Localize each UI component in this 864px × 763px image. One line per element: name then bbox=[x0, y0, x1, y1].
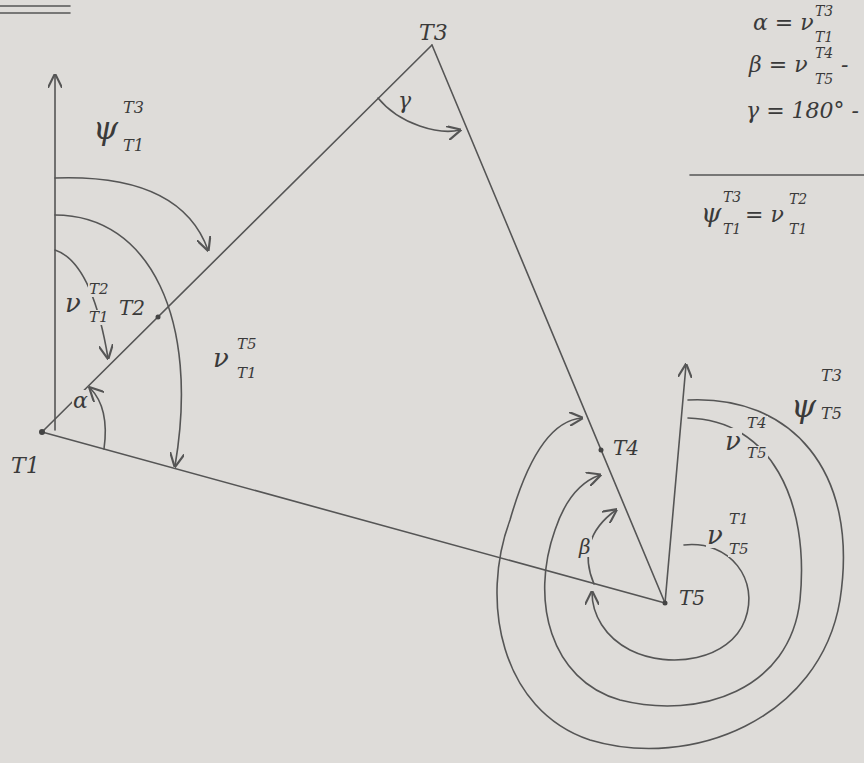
side-line bbox=[432, 45, 665, 603]
side-line bbox=[42, 45, 432, 432]
index-text: T5 bbox=[814, 72, 834, 86]
index-text: T4 bbox=[746, 416, 768, 431]
separator-line bbox=[690, 174, 864, 176]
point-dot bbox=[39, 429, 45, 435]
point-label: T4 bbox=[612, 438, 640, 458]
point-dot bbox=[663, 601, 668, 606]
angle-arc bbox=[90, 388, 105, 449]
index-text: T3 bbox=[722, 190, 742, 204]
angle-arc bbox=[55, 178, 208, 250]
index-text: T5 bbox=[728, 542, 750, 557]
equation-text: γ = 180° - bbox=[745, 100, 860, 122]
equation-text: = ν bbox=[744, 204, 785, 226]
index-text: T3 bbox=[122, 100, 145, 116]
angle-label: α bbox=[72, 390, 89, 412]
angle-symbol: ψ bbox=[790, 390, 817, 422]
index-text: T1 bbox=[88, 310, 110, 325]
angle-label: β bbox=[578, 537, 592, 557]
index-text: T1 bbox=[122, 138, 145, 154]
index-text: T3 bbox=[820, 368, 843, 384]
equation-text: β = ν bbox=[748, 54, 809, 76]
point-label: T3 bbox=[418, 22, 449, 44]
angle-arc bbox=[378, 98, 460, 131]
angle-arc bbox=[588, 510, 616, 584]
underline bbox=[0, 6, 70, 13]
index-text: T1 bbox=[722, 222, 742, 236]
index-text: T4 bbox=[814, 46, 834, 60]
angle-symbol: ψ bbox=[700, 200, 722, 226]
equation-text: α = ν bbox=[752, 12, 815, 34]
point-dot bbox=[599, 448, 604, 453]
index-text: T1 bbox=[814, 30, 834, 44]
index-text: T3 bbox=[814, 4, 834, 18]
angle-symbol: ψ bbox=[92, 112, 119, 144]
equation-text: - bbox=[840, 54, 849, 76]
index-text: T2 bbox=[88, 282, 110, 297]
point-label: T5 bbox=[678, 588, 706, 608]
angle-arc bbox=[497, 400, 843, 749]
north-arrow bbox=[665, 365, 686, 603]
index-text: T5 bbox=[746, 446, 768, 461]
angle-symbol: ν bbox=[724, 428, 742, 454]
north-arrow bbox=[54, 75, 56, 430]
angle-arc bbox=[55, 250, 108, 358]
index-text: T5 bbox=[820, 406, 843, 422]
angle-arc bbox=[592, 545, 749, 660]
index-text: T5 bbox=[236, 337, 258, 352]
index-text: T2 bbox=[788, 192, 808, 206]
point-label: T2 bbox=[118, 298, 146, 318]
index-text: T1 bbox=[788, 222, 808, 236]
angle-arc bbox=[545, 418, 802, 706]
angle-arc bbox=[55, 215, 181, 466]
index-text: T1 bbox=[236, 366, 258, 381]
side-line bbox=[42, 432, 665, 603]
angle-symbol: ν bbox=[706, 522, 724, 548]
angle-symbol: ν bbox=[212, 345, 230, 371]
index-text: T1 bbox=[728, 512, 750, 527]
angle-symbol: ν bbox=[64, 290, 82, 316]
point-dot bbox=[156, 315, 161, 320]
angle-label: γ bbox=[397, 90, 412, 112]
point-label: T1 bbox=[10, 455, 41, 477]
